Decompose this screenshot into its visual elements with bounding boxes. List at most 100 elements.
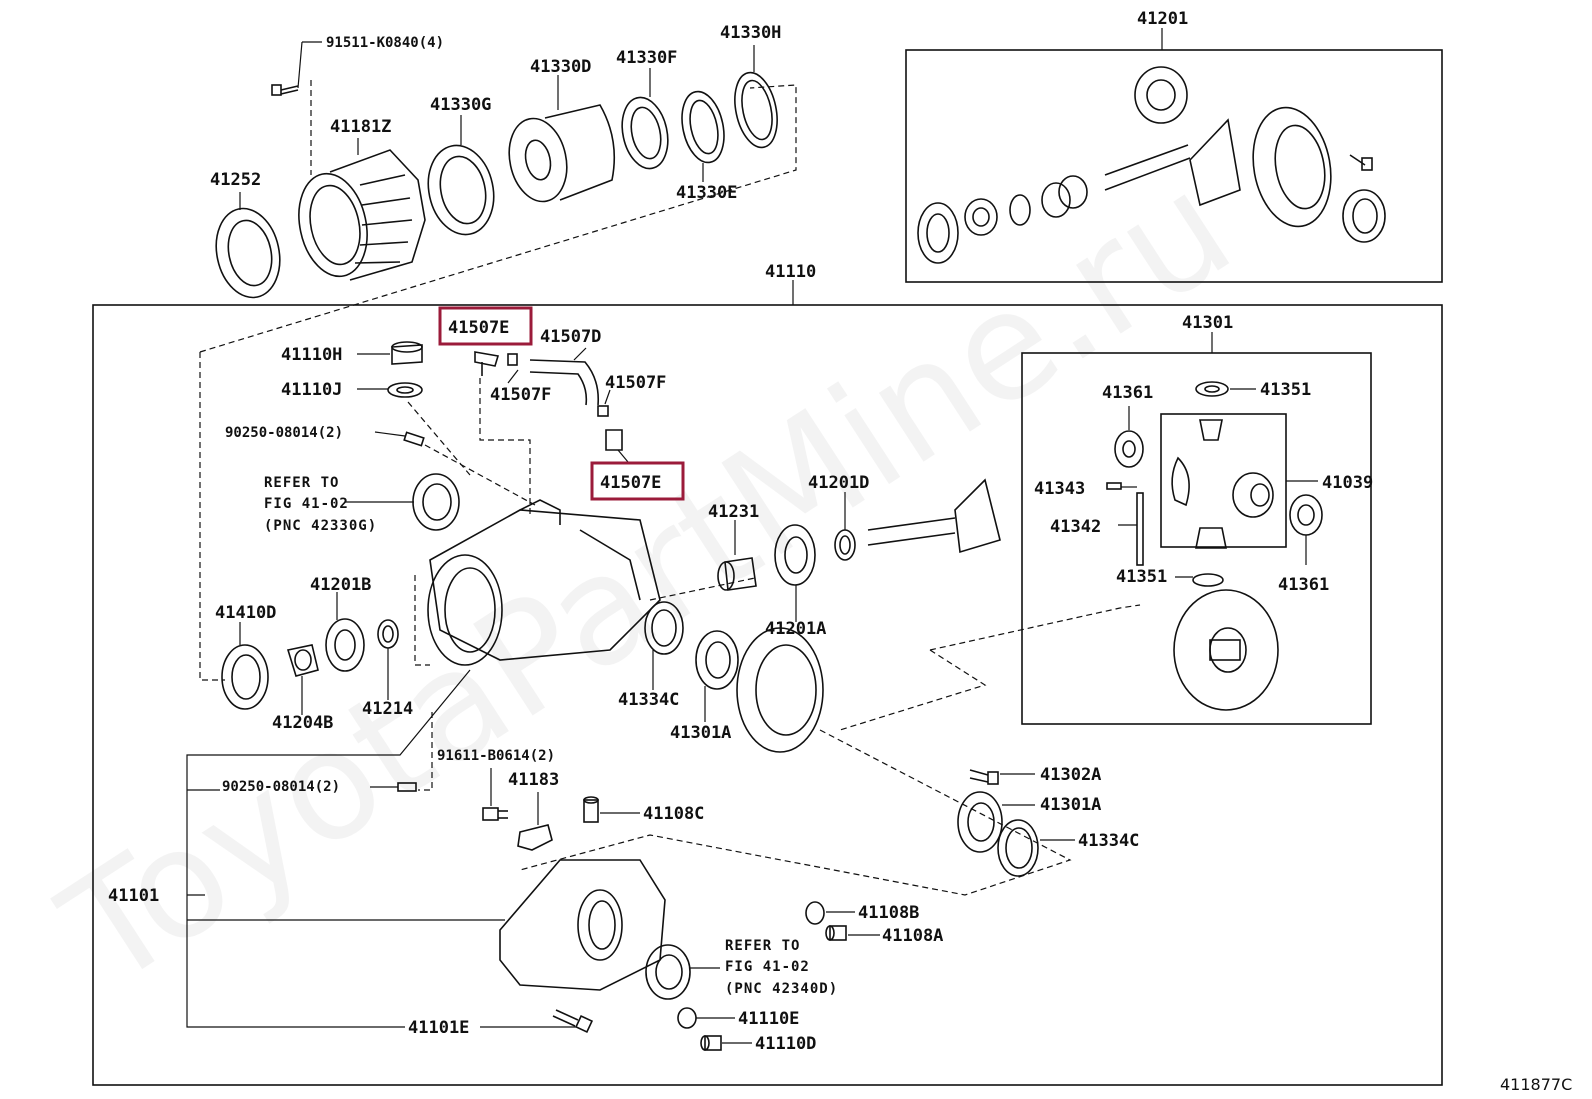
label-41361-top: 41361 [1102, 383, 1153, 403]
label-41301a-mid: 41301A [670, 723, 731, 743]
plug-41110d-icon [700, 1035, 722, 1051]
gasket-41110j-icon [387, 382, 423, 398]
label-91611-b0614: 91611-B0614(2) [437, 748, 555, 764]
label-41342: 41342 [1050, 517, 1101, 537]
plug-41110h-icon [391, 341, 423, 365]
label-41039: 41039 [1322, 473, 1373, 493]
label-41507e-top: 41507E [448, 318, 509, 338]
pin-90250-a-icon [403, 431, 425, 447]
label-41302a: 41302A [1040, 765, 1101, 785]
bearing-41201b-icon [325, 618, 365, 672]
refer-top-line3: (PNC 42330G) [264, 518, 377, 534]
label-90250-08014-bottom: 90250-08014(2) [222, 779, 340, 795]
label-41343: 41343 [1034, 479, 1085, 499]
breather-hose-icon [474, 351, 623, 451]
plug-41108a-icon [825, 925, 847, 941]
highlight-41507e-bottom [590, 461, 685, 501]
drive-pinion-41201d-icon [867, 478, 1001, 554]
highlight-41507e-top [438, 306, 533, 346]
label-41330f: 41330F [616, 48, 677, 68]
label-41201b: 41201B [310, 575, 371, 595]
label-41108a: 41108A [882, 926, 943, 946]
refer-bottom-line3: (PNC 42340D) [725, 981, 838, 997]
label-41110j: 41110J [281, 380, 342, 400]
refer-bottom-line1: REFER TO [725, 938, 800, 954]
label-41507f-right: 41507F [605, 373, 666, 393]
label-41507e-bottom: 41507E [600, 473, 661, 493]
bolt-91511-icon [271, 84, 299, 96]
gasket-41108b-icon [805, 901, 825, 925]
label-41110h: 41110H [281, 345, 342, 365]
label-41231: 41231 [708, 502, 759, 522]
label-41181z: 41181Z [330, 117, 391, 137]
label-41108b: 41108B [858, 903, 919, 923]
seal-41410d-icon [221, 644, 269, 710]
refer-top-line1: REFER TO [264, 475, 339, 491]
label-41101e: 41101E [408, 1018, 469, 1038]
label-41507d: 41507D [540, 327, 601, 347]
bearing-41301a-b-icon [957, 791, 1003, 853]
seal-42330g-icon [412, 473, 460, 531]
label-41351-top: 41351 [1260, 380, 1311, 400]
refer-top-line2: FIG 41-02 [264, 496, 349, 512]
label-41334c-right: 41334C [1078, 831, 1139, 851]
bolt-91611-icon [482, 807, 508, 821]
label-41330d: 41330D [530, 57, 591, 77]
bracket-41101 [186, 669, 505, 1028]
frame-41301 [1021, 352, 1372, 725]
ring-41330f-icon [621, 96, 669, 170]
gasket-41110e-icon [677, 1007, 697, 1029]
label-41252: 41252 [210, 170, 261, 190]
label-41110d: 41110D [755, 1034, 816, 1054]
label-41110: 41110 [765, 262, 816, 282]
rear-cover-icon [499, 859, 666, 991]
diff-parts-41301-icon [1106, 381, 1323, 711]
label-41330g: 41330G [430, 95, 491, 115]
label-41101: 41101 [108, 886, 159, 906]
bolt-41101e-icon [552, 1009, 594, 1034]
label-90250-08014-top: 90250-08014(2) [225, 425, 343, 441]
carrier-housing-icon [427, 499, 661, 666]
label-41204b: 41204B [272, 713, 333, 733]
label-41183: 41183 [508, 770, 559, 790]
bolt-41302a-icon [969, 769, 999, 785]
label-41110e: 41110E [738, 1009, 799, 1029]
watermark: ToyotaPartMine.ru [34, 140, 1260, 1021]
breather-41108c-icon [583, 796, 599, 823]
ring-41330g-icon [427, 144, 495, 236]
plate-41183-icon [517, 824, 553, 851]
diagram-id: 411877C [1500, 1075, 1572, 1094]
label-41201: 41201 [1137, 9, 1188, 29]
bearing-41330d-icon [508, 104, 616, 203]
label-41201d: 41201D [808, 473, 869, 493]
label-41108c: 41108C [643, 804, 704, 824]
ring-41330e-icon [681, 90, 725, 164]
oil-seal-41252-icon [215, 207, 281, 299]
label-41201a: 41201A [765, 619, 826, 639]
frame-41201 [905, 49, 1443, 283]
frame-41110 [92, 304, 1443, 1086]
label-41334c-mid: 41334C [618, 690, 679, 710]
refer-bottom-line2: FIG 41-02 [725, 959, 810, 975]
nut-41204b-icon [286, 644, 319, 677]
case-41181z-icon [298, 149, 426, 281]
label-41330e: 41330E [676, 183, 737, 203]
label-91511-k0840: 91511-K0840(4) [326, 35, 444, 51]
label-41301: 41301 [1182, 313, 1233, 333]
label-41351-bottom: 41351 [1116, 567, 1167, 587]
ring-41330h-icon [734, 71, 778, 149]
label-41410d: 41410D [215, 603, 276, 623]
seal-42340d-icon [645, 944, 691, 1000]
ring-gear-icon [736, 627, 824, 753]
label-41507f-left: 41507F [490, 385, 551, 405]
label-41214: 41214 [362, 699, 413, 719]
bearing-41201a-icon [774, 524, 816, 586]
bearing-41301a-a-icon [695, 630, 739, 690]
shim-41334c-b-icon [997, 819, 1039, 877]
spacer-41231-icon [717, 557, 757, 591]
ring-gear-set-41201-icon [917, 66, 1386, 264]
label-41301a-right: 41301A [1040, 795, 1101, 815]
label-41330h: 41330H [720, 23, 781, 43]
label-41361-bottom: 41361 [1278, 575, 1329, 595]
